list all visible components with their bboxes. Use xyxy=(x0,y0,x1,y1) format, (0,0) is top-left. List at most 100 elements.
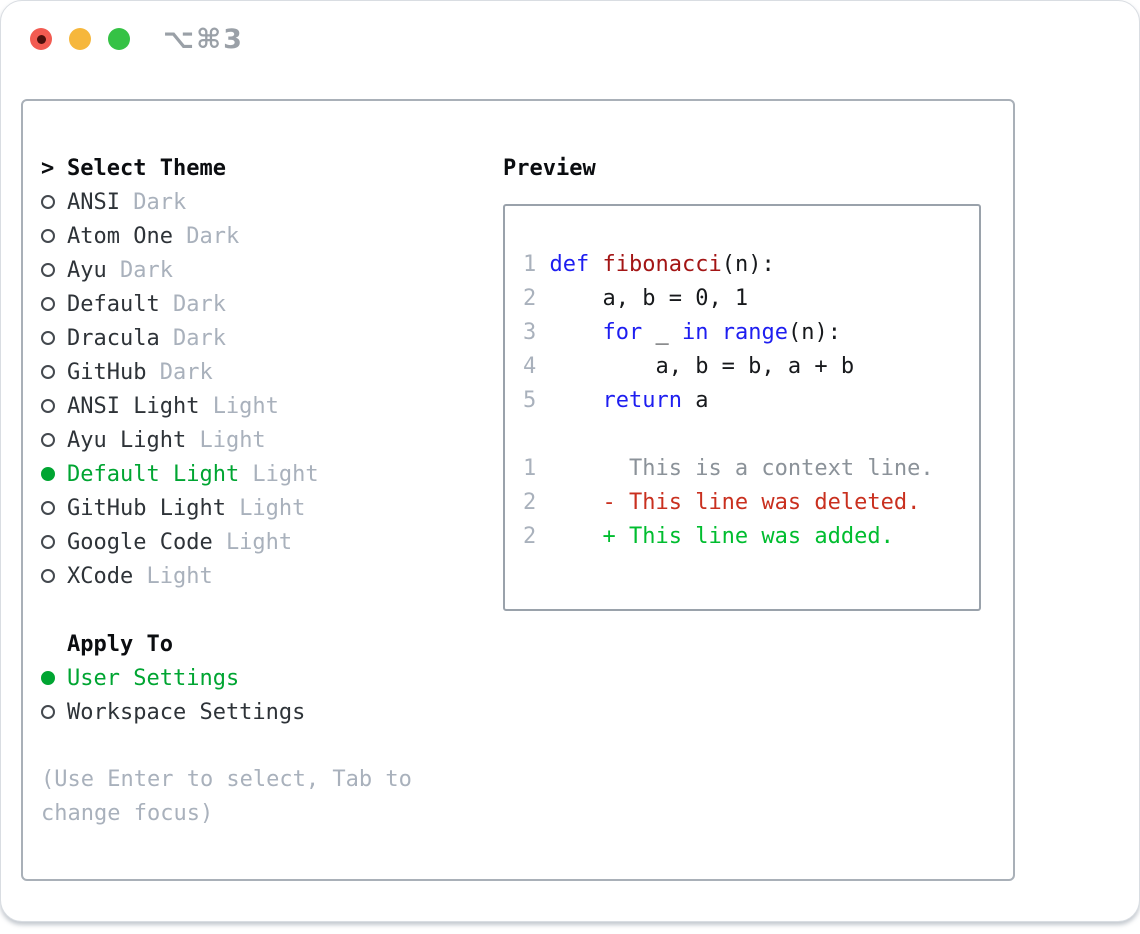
blank-line xyxy=(523,418,969,452)
apply-option[interactable]: Workspace Settings xyxy=(41,695,503,729)
line-number: 2 xyxy=(523,490,550,515)
theme-name: ANSI Light xyxy=(67,393,200,419)
line-number: 2 xyxy=(523,286,550,311)
code-line: 4 a, b = b, a + b xyxy=(523,350,969,384)
code-segment: (n): xyxy=(787,320,841,345)
radio-icon xyxy=(41,229,55,243)
radio-marker xyxy=(41,467,67,481)
zoom-button[interactable] xyxy=(108,28,130,50)
code-segment xyxy=(589,252,602,277)
preview-heading-row: Preview xyxy=(503,151,1003,185)
preview-column: Preview 1 def fibonacci(n):2 a, b = 0, 1… xyxy=(503,151,1003,879)
window-title: ⌥⌘3 xyxy=(163,23,244,55)
radio-marker xyxy=(41,331,67,345)
minimize-button[interactable] xyxy=(69,28,91,50)
radio-icon xyxy=(41,535,55,549)
radio-marker xyxy=(41,535,67,549)
theme-option[interactable]: Google Code Light xyxy=(41,525,503,559)
code-segment: return xyxy=(602,388,682,413)
theme-option[interactable]: Atom One Dark xyxy=(41,219,503,253)
theme-variant-tag: Dark xyxy=(159,359,213,385)
preview-heading: Preview xyxy=(503,155,596,181)
traffic-lights xyxy=(30,28,130,50)
radio-icon xyxy=(41,433,55,447)
line-number: 5 xyxy=(523,388,550,413)
radio-marker xyxy=(41,195,67,209)
theme-option[interactable]: ANSI Dark xyxy=(41,185,503,219)
radio-icon xyxy=(41,501,55,515)
theme-name: Atom One xyxy=(67,223,173,249)
theme-name: XCode xyxy=(67,563,134,589)
code-line: 1 def fibonacci(n): xyxy=(523,248,969,282)
code-segment: a, b = 0, 1 xyxy=(549,286,749,311)
code-line: 3 for _ in range(n): xyxy=(523,316,969,350)
theme-name: ANSI xyxy=(67,189,120,215)
code-segment xyxy=(550,320,603,345)
close-dot-icon xyxy=(36,34,46,44)
radio-icon xyxy=(41,331,55,345)
prompt-icon: > xyxy=(41,155,55,181)
radio-selected-icon xyxy=(41,467,55,481)
apply-option-label: Workspace Settings xyxy=(67,699,306,725)
code-segment: - This line was deleted. xyxy=(549,490,921,515)
theme-name: Ayu xyxy=(67,257,107,283)
line-number: 4 xyxy=(523,354,550,379)
radio-marker xyxy=(41,705,67,719)
apply-to-heading: Apply To xyxy=(67,631,173,657)
theme-variant-tag: Light xyxy=(239,495,306,521)
theme-option[interactable]: GitHub Dark xyxy=(41,355,503,389)
radio-marker xyxy=(41,671,67,685)
theme-variant-tag: Dark xyxy=(172,325,226,351)
code-segment xyxy=(550,388,603,413)
code-line: 5 return a xyxy=(523,384,969,418)
apply-option[interactable]: User Settings xyxy=(41,661,503,695)
theme-variant-tag: Light xyxy=(146,563,213,589)
theme-variant-tag: Dark xyxy=(119,257,173,283)
spacer xyxy=(41,593,503,627)
code-segment: def xyxy=(549,252,590,277)
code-segment xyxy=(708,320,721,345)
radio-icon xyxy=(41,195,55,209)
code-segment: _ xyxy=(642,320,682,345)
theme-option[interactable]: Ayu Dark xyxy=(41,253,503,287)
line-number: 1 xyxy=(523,456,550,481)
line-number: 1 xyxy=(523,252,550,277)
theme-variant-tag: Light xyxy=(225,529,293,555)
theme-option[interactable]: Dracula Dark xyxy=(41,321,503,355)
close-button[interactable] xyxy=(30,28,52,50)
code-segment: for xyxy=(602,320,643,345)
radio-icon xyxy=(41,569,55,583)
theme-variant-tag: Dark xyxy=(186,223,240,249)
theme-name: Dracula xyxy=(67,325,160,351)
code-segment: (n): xyxy=(721,252,775,277)
apply-option-label: User Settings xyxy=(67,665,240,691)
theme-name: GitHub Light xyxy=(67,495,226,521)
theme-option[interactable]: XCode Light xyxy=(41,559,503,593)
code-segment: fibonacci xyxy=(602,252,722,277)
line-number: 3 xyxy=(523,320,550,345)
line-number: 2 xyxy=(523,524,550,549)
diff-deleted-line: 2 - This line was deleted. xyxy=(523,486,969,520)
radio-icon xyxy=(41,365,55,379)
radio-marker xyxy=(41,297,67,311)
radio-icon xyxy=(41,705,55,719)
theme-variant-tag: Dark xyxy=(133,189,187,215)
theme-name: Ayu Light xyxy=(67,427,187,453)
theme-name: Default xyxy=(67,291,160,317)
apply-to-heading-row: Apply To xyxy=(41,627,503,661)
theme-name: Google Code xyxy=(67,529,213,555)
theme-option[interactable]: GitHub Light Light xyxy=(41,491,503,525)
theme-list-heading-row: > Select Theme xyxy=(41,151,503,185)
code-segment: a, b = b, a + b xyxy=(549,354,855,379)
theme-name: GitHub xyxy=(67,359,147,385)
